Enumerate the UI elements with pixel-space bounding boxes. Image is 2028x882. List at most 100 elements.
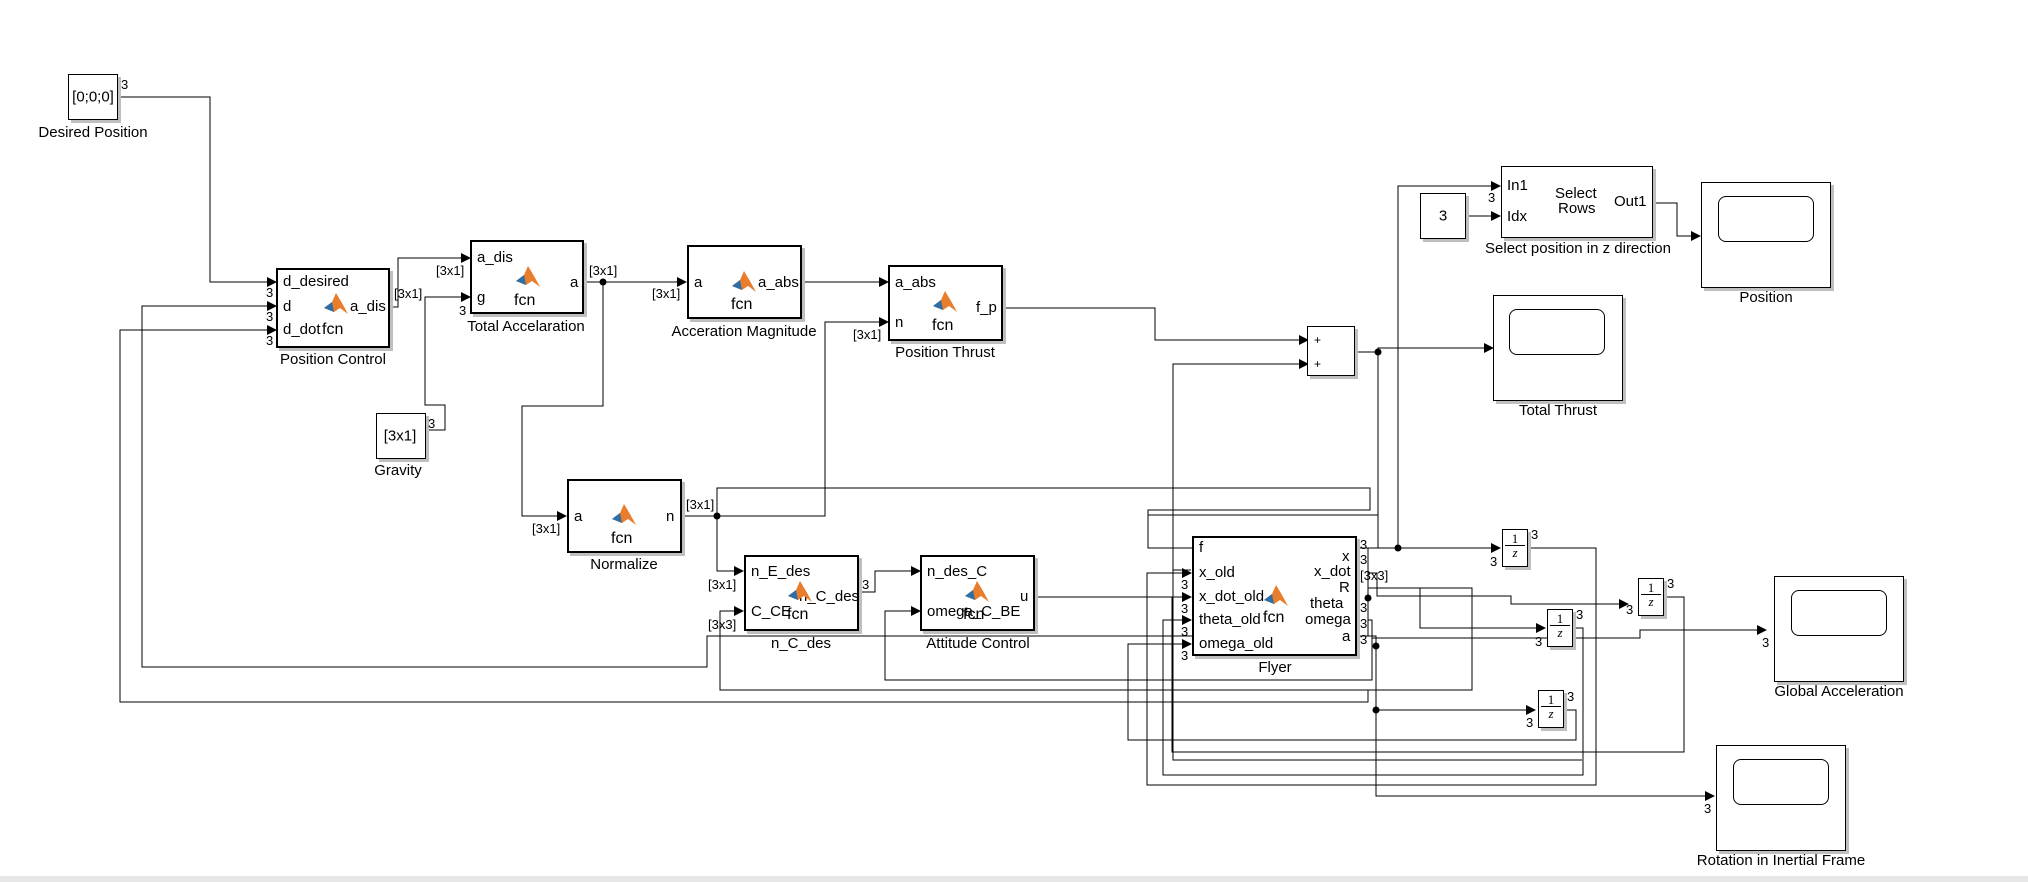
flyer-out-omega: omega: [1305, 611, 1351, 628]
pt-fcn: fcn: [932, 317, 954, 334]
accel-magnitude-name: Acceration Magnitude: [671, 323, 817, 340]
flyer-in-theta-old: theta_old: [1199, 611, 1261, 628]
flyer-out-x-dot: x_dot: [1314, 563, 1351, 580]
flyer-in-f: f: [1199, 539, 1204, 556]
pt-in-n: n: [895, 314, 904, 331]
matlab-logo-icon: [1264, 585, 1288, 606]
matlab-logo-icon: [612, 504, 636, 525]
scope-rotation-dim: 3: [1704, 801, 1712, 816]
pc-fcn: fcn: [322, 321, 344, 338]
sum-block[interactable]: [1307, 326, 1355, 376]
norm-out-dim: [3x1]: [686, 497, 715, 512]
unit-delay-1-num: 1: [1505, 532, 1525, 546]
unit-delay-1-in-dim: 3: [1490, 554, 1498, 569]
pc-in-d-dot: d_dot: [283, 321, 321, 338]
pc-out-a-dis: a_dis: [350, 298, 386, 315]
scope-screen-icon: [1791, 590, 1887, 636]
ncd-out: n_C_des: [799, 588, 860, 605]
unit-delay-3-block[interactable]: [1547, 609, 1573, 647]
gravity-name: Gravity: [374, 462, 422, 479]
unit-delay-2-block[interactable]: [1638, 578, 1664, 616]
unit-delay-1-block[interactable]: [1502, 529, 1528, 567]
am-in-a: a: [694, 274, 703, 291]
flyer-in-dim-2: 3: [1181, 601, 1189, 616]
ncd-out-dim: 3: [862, 577, 870, 592]
pc-in-dim-3: 3: [266, 333, 274, 348]
scope-screen-icon: [1733, 759, 1829, 805]
matlab-logo-icon: [933, 291, 957, 312]
ta-in-g: g: [477, 289, 486, 306]
unit-delay-2-out-dim: 3: [1667, 576, 1675, 591]
flyer-fcn: fcn: [1263, 609, 1285, 626]
unit-delay-1-den: z: [1512, 545, 1518, 560]
desired-position-value: [0;0;0]: [72, 88, 114, 106]
position-control-name: Position Control: [280, 351, 386, 368]
flyer-in-dim-1: 3: [1181, 577, 1189, 592]
flyer-out-dim-5: 3: [1360, 616, 1368, 631]
flyer-in-dim-3: 3: [1181, 624, 1189, 639]
ta-out-a: a: [570, 274, 579, 291]
flyer-out-r: R: [1339, 579, 1350, 596]
flyer-out-dim-4: 3: [1360, 600, 1368, 615]
ncd-fcn: fcn: [787, 606, 809, 623]
unit-delay-4-block[interactable]: [1538, 690, 1564, 728]
canvas-bottom-edge: [0, 876, 2028, 882]
gravity-value: [3x1]: [383, 427, 417, 445]
flyer-out-dim-3: [3x3]: [1360, 568, 1389, 583]
desired-position-name: Desired Position: [38, 124, 148, 141]
matlab-logo-icon: [324, 293, 348, 314]
unit-delay-3-out-dim: 3: [1576, 607, 1584, 622]
pc-in-dim-2: 3: [266, 309, 274, 324]
ncd-in-n-e-des: n_E_des: [751, 563, 811, 580]
norm-fcn: fcn: [611, 530, 633, 547]
matlab-logo-icon: [516, 266, 540, 287]
select-rows-block[interactable]: [1501, 166, 1653, 238]
desired-position-dim: 3: [121, 77, 129, 92]
sr-out: Out1: [1614, 193, 1647, 210]
matlab-logo-icon: [788, 581, 812, 602]
ncd-in-c-ce: C_CE: [751, 603, 792, 620]
pc-in-d: d: [283, 298, 292, 315]
flyer-in-omega-old: omega_old: [1199, 635, 1274, 652]
sr-in-idx: Idx: [1507, 208, 1528, 225]
unit-delay-4-num: 1: [1541, 693, 1561, 707]
ta-fcn: fcn: [514, 292, 536, 309]
unit-delay-3-num: 1: [1550, 612, 1570, 626]
desired-position-block[interactable]: [68, 74, 118, 120]
unit-delay-4-out-dim: 3: [1567, 689, 1575, 704]
select-rows-name: Select position in z direction: [1485, 240, 1671, 257]
gravity-dim: 3: [428, 416, 436, 431]
flyer-in-x-dot-old: x_dot_old: [1199, 588, 1265, 605]
flyer-out-a: a: [1342, 628, 1351, 645]
norm-out-n: n: [666, 508, 675, 525]
flyer-out-dim-2: 3: [1360, 552, 1368, 567]
scope-screen-icon: [1718, 196, 1814, 242]
ta-in-a-dis: a_dis: [477, 249, 513, 266]
ncd-in-dim-1: [3x1]: [708, 577, 737, 592]
flyer-out-dim-6: 3: [1360, 632, 1368, 647]
idx-constant-block[interactable]: [1420, 193, 1466, 239]
unit-delay-3-den: z: [1557, 625, 1563, 640]
unit-delay-1-out-dim: 3: [1531, 527, 1539, 542]
flyer-in-dim-4: 3: [1181, 648, 1189, 663]
ta-in-dim-2: 3: [459, 303, 467, 318]
ac-fcn: fcn: [963, 606, 985, 623]
unit-delay-4-in-dim: 3: [1526, 715, 1534, 730]
pt-in-a-abs: a_abs: [895, 274, 936, 291]
ta-out-dim: [3x1]: [589, 263, 618, 278]
unit-delay-3-in-dim: 3: [1535, 634, 1543, 649]
sr-in-dim: 3: [1488, 190, 1496, 205]
attitude-control-block[interactable]: [920, 555, 1035, 631]
ac-in-n-des-c: n_des_C: [927, 563, 988, 580]
norm-in-dim: [3x1]: [532, 521, 561, 536]
scope-global-accel-name: Global Acceleration: [1774, 683, 1904, 700]
gravity-block[interactable]: [376, 413, 426, 459]
am-in-dim: [3x1]: [652, 286, 681, 301]
scope-rotation-name: Rotation in Inertial Frame: [1696, 852, 1866, 869]
pc-in-d-desired: d_desired: [283, 273, 349, 290]
